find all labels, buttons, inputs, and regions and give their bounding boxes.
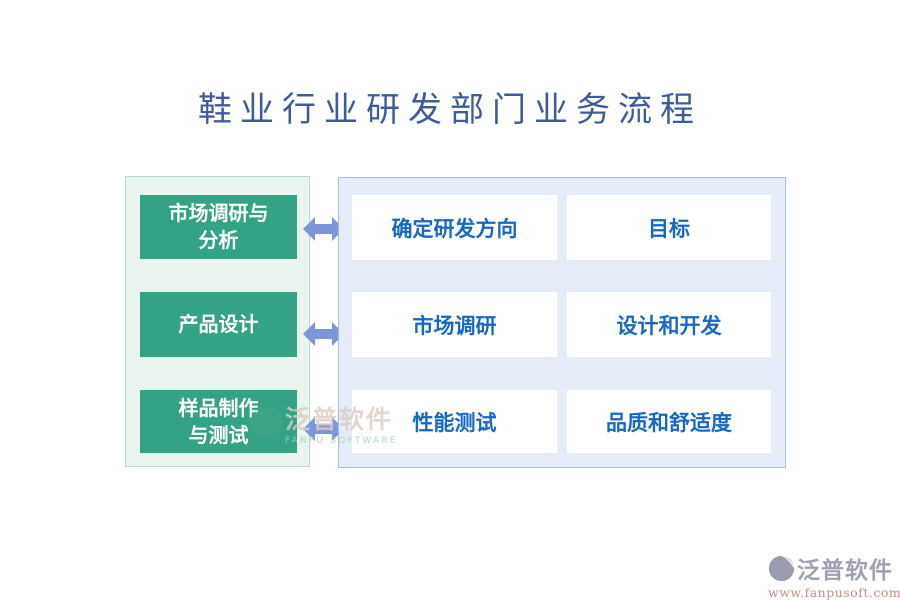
stage-market-research-analysis: 市场调研与 分析	[140, 195, 297, 259]
corner-watermark: 泛普软件 www.fanpusoft.com	[768, 551, 900, 600]
stage-label-line: 分析	[198, 228, 239, 252]
task-label: 设计和开发	[616, 312, 722, 338]
task-goal: 目标	[567, 195, 771, 260]
task-label: 品质和舒适度	[606, 409, 732, 435]
watermark-url: www.fanpusoft.com	[768, 585, 900, 600]
stage-product-design: 产品设计	[140, 292, 297, 357]
task-label: 确定研发方向	[391, 215, 518, 241]
page-title: 鞋业行业研发部门业务流程	[198, 90, 702, 130]
stage-label-line: 与测试	[188, 422, 249, 447]
task-label: 目标	[648, 215, 690, 241]
stage-label-line: 产品设计	[178, 312, 259, 336]
task-label: 市场调研	[412, 312, 497, 338]
task-label: 性能测试	[412, 409, 497, 435]
stage-label-line: 市场调研与	[168, 201, 269, 225]
double-arrow-icon	[303, 217, 344, 241]
task-performance-testing: 性能测试	[352, 390, 557, 453]
task-determine-rd-direction: 确定研发方向	[352, 195, 557, 260]
task-quality-and-comfort: 品质和舒适度	[567, 390, 771, 453]
watermark-brand: 泛普软件	[797, 557, 893, 584]
fanpu-logo-icon	[768, 555, 795, 581]
double-arrow-icon	[303, 322, 344, 346]
task-design-and-development: 设计和开发	[567, 292, 771, 357]
stage-sample-making-testing: 样品制作 与测试	[140, 390, 297, 453]
task-market-research: 市场调研	[352, 292, 557, 357]
double-arrow-icon	[303, 417, 344, 441]
stage-label-line: 样品制作	[178, 395, 259, 420]
